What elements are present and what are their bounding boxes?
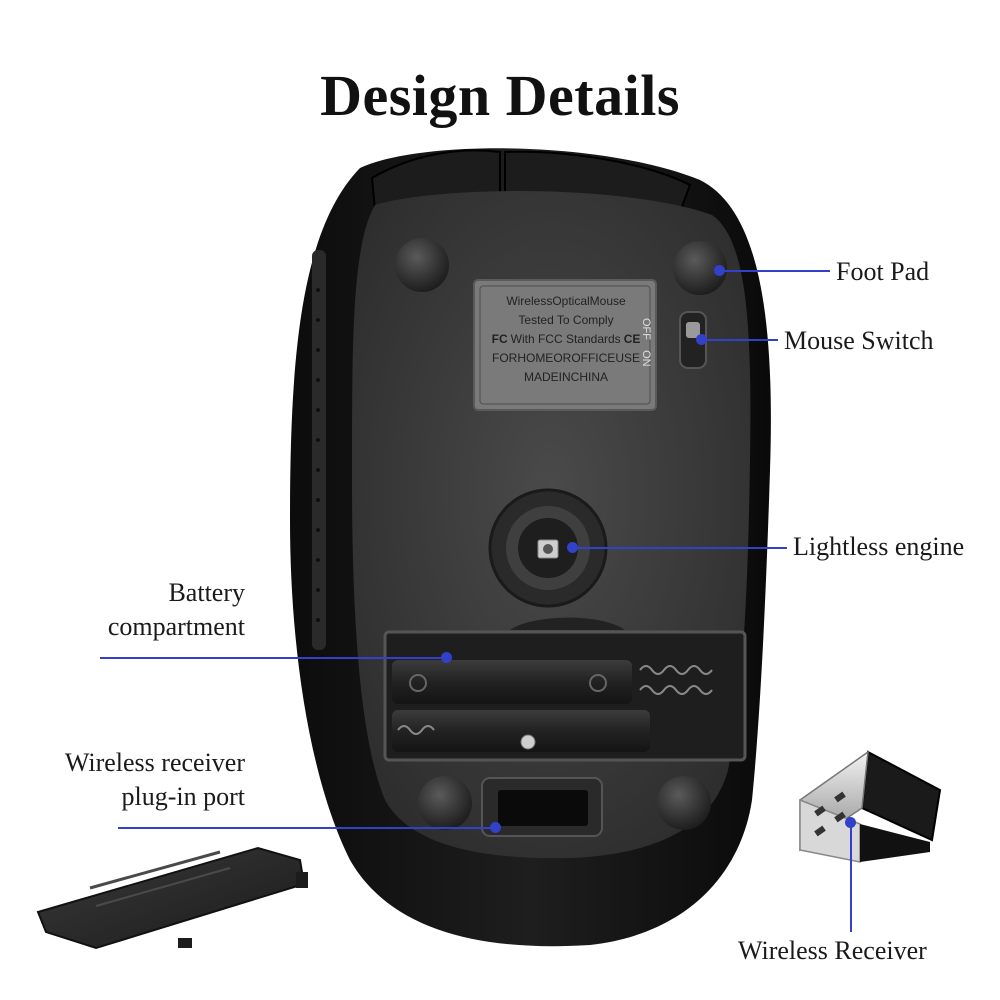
battery-1 xyxy=(392,660,632,704)
battery-line xyxy=(100,657,445,659)
sticker-line-3-text: With FCC Standards xyxy=(510,332,621,346)
fcc-mark: FC xyxy=(491,332,508,346)
foot-pad-dot xyxy=(714,265,725,276)
label-receiver-port: Wireless receiver plug-in port xyxy=(10,746,245,814)
foot-pads xyxy=(395,238,727,830)
label-wireless-receiver: Wireless Receiver xyxy=(738,936,927,965)
battery-cover xyxy=(36,846,308,950)
sticker-text: WirelessOpticalMouse Tested To Comply FC… xyxy=(482,292,650,387)
receiver-storage-port xyxy=(481,777,603,837)
receiver-port-dot xyxy=(490,822,501,833)
mouse-switch-line xyxy=(702,339,778,341)
receiver-port-label-line-2: plug-in port xyxy=(121,782,246,811)
usb-receiver xyxy=(799,750,942,863)
mouse-switch-dot xyxy=(696,334,707,345)
label-mouse-switch: Mouse Switch xyxy=(784,326,934,355)
battery-2 xyxy=(392,710,650,752)
lightless-engine-dot xyxy=(567,542,578,553)
wireless-receiver-line xyxy=(850,822,852,932)
battery-label-line-1: Battery xyxy=(168,578,245,607)
sticker-line-4: FORHOMEOROFFICEUSE xyxy=(491,351,640,365)
receiver-port-label-line-1: Wireless receiver xyxy=(64,748,245,777)
page-title: Design Details xyxy=(320,63,680,128)
label-lightless-engine: Lightless engine xyxy=(793,532,965,561)
battery-dot xyxy=(441,652,452,663)
battery-label-line-2: compartment xyxy=(107,612,245,641)
switch-on-label: ON xyxy=(640,350,652,367)
sticker-line-5: MADEINCHINA xyxy=(523,370,608,384)
receiver-port-line xyxy=(118,827,494,829)
foot-pad-line xyxy=(720,270,830,272)
side-grip-texture xyxy=(312,250,326,650)
battery-compartment xyxy=(383,617,747,762)
battery-springs xyxy=(397,665,713,735)
sticker-line-1: WirelessOpticalMouse xyxy=(506,294,626,308)
ce-mark: CE xyxy=(623,332,641,346)
sticker-line-2: Tested To Comply xyxy=(518,313,614,327)
compliance-sticker xyxy=(473,279,657,411)
switch-labels: OFF ON xyxy=(640,318,652,367)
label-foot-pad: Foot Pad xyxy=(836,257,930,286)
switch-off-label: OFF xyxy=(640,318,652,340)
label-battery-compartment: Battery compartment xyxy=(40,576,245,644)
lightless-engine-line xyxy=(573,547,787,549)
